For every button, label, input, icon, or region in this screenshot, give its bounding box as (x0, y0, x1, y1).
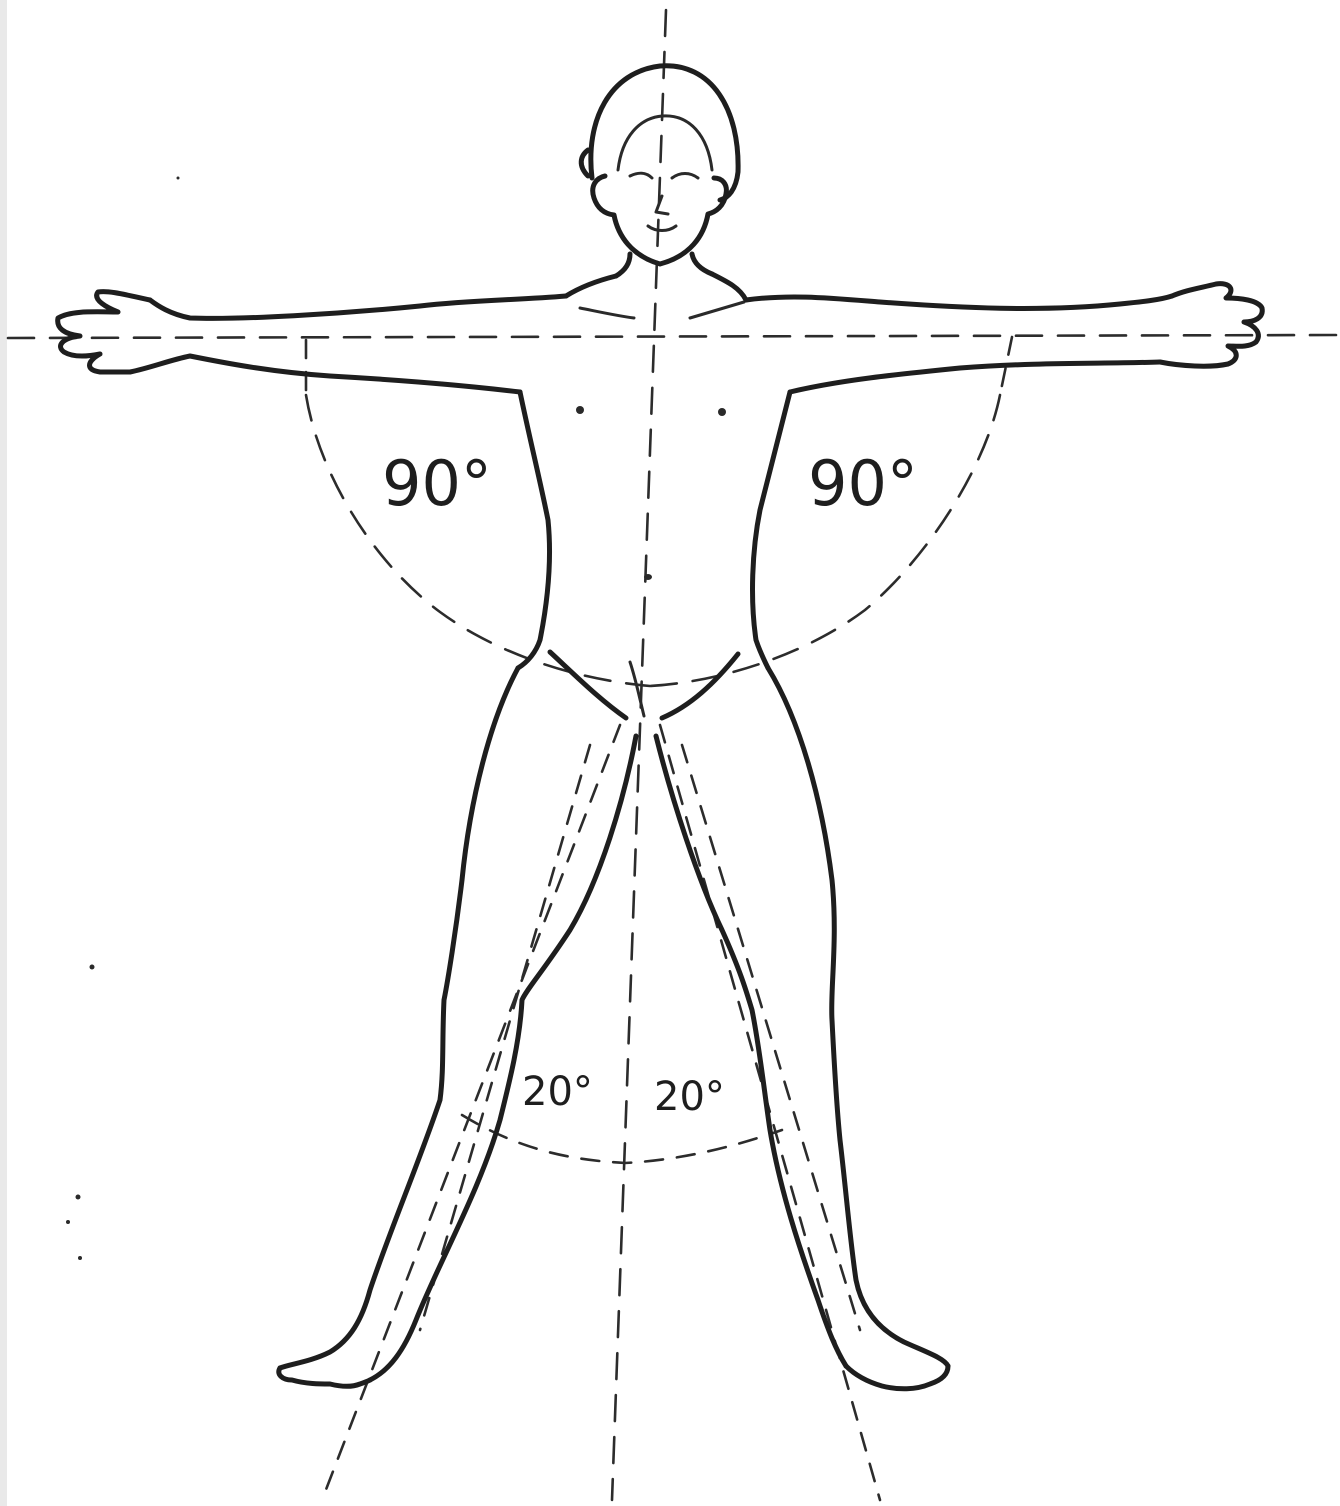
speck (90, 965, 95, 970)
left-leg-inner (656, 736, 846, 1366)
left-arm-arc (650, 395, 1000, 686)
right-eye (630, 173, 652, 178)
right-arm-lower-contour (130, 356, 520, 392)
neck-right (616, 254, 630, 276)
angle-labels: 90° 90° 20° 20° (382, 447, 918, 1120)
speck (66, 1220, 70, 1224)
neck-left (692, 254, 712, 274)
left-leg-outer (768, 668, 948, 1366)
legs (279, 668, 948, 1389)
scan-specks (66, 177, 180, 1261)
left-eye (672, 174, 698, 179)
right-shoulder-line (566, 276, 616, 296)
left-arm-angle-label: 90° (808, 447, 918, 520)
scan-page-edge (0, 0, 7, 1506)
navel (644, 574, 652, 580)
mouth (648, 226, 676, 231)
left-arm-lower-contour (790, 362, 1160, 392)
right-nipple (576, 406, 584, 414)
ear-right (581, 150, 588, 176)
right-arm-arc (306, 395, 650, 686)
leg-axis-lines (322, 725, 880, 1500)
left-leg-angle-label: 20° (654, 1074, 725, 1120)
right-torso-side (518, 392, 550, 668)
right-hand (58, 292, 150, 372)
right-arm-upper-contour (150, 296, 566, 318)
left-hand (1160, 284, 1262, 366)
reference-lines (8, 10, 1340, 1500)
left-foot (846, 1366, 948, 1389)
horizontal-shoulder-line (8, 335, 1340, 338)
nose (656, 196, 668, 214)
right-leg-inner-axis (420, 745, 590, 1330)
speck (177, 177, 180, 180)
speck (76, 1195, 81, 1200)
left-shoulder-line (712, 274, 746, 300)
left-torso-side (753, 392, 790, 668)
right-clavicle (580, 308, 634, 318)
speck (78, 1256, 82, 1260)
left-arm-upper-contour (746, 296, 1172, 308)
right-arm-angle-label: 90° (382, 447, 492, 520)
right-leg-angle-label: 20° (522, 1069, 593, 1115)
leg-angle-arc (462, 1115, 782, 1163)
right-leg-inner (370, 736, 636, 1380)
head (581, 66, 738, 264)
right-foot (279, 1368, 370, 1386)
right-groin-line (550, 652, 626, 718)
left-clavicle (690, 302, 744, 318)
left-groin-line (662, 654, 738, 718)
left-nipple (718, 408, 726, 416)
arm-angle-arcs (306, 395, 1000, 686)
right-leg-outer (280, 668, 518, 1368)
hairline (618, 116, 712, 170)
